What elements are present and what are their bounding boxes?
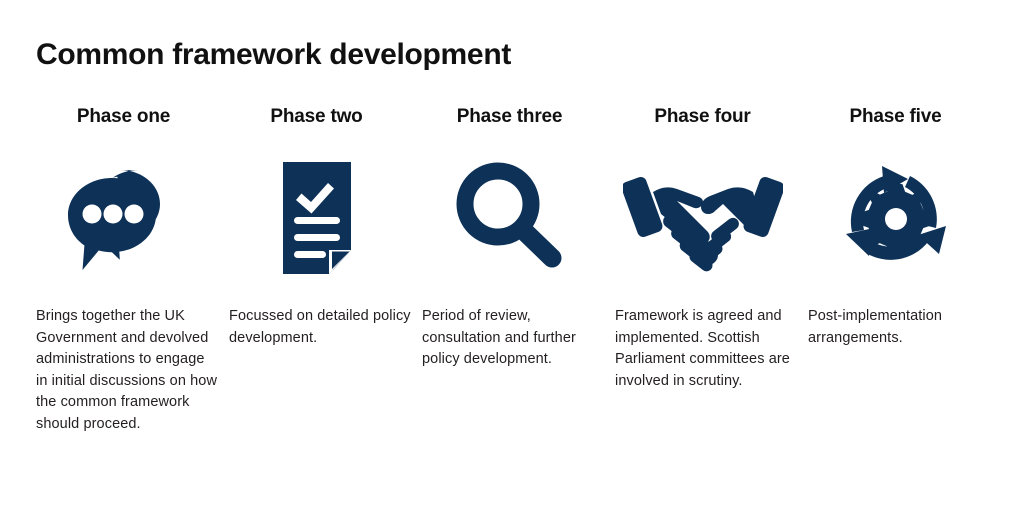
gear-cycle-icon bbox=[799, 152, 992, 284]
phase-four-description: Framework is agreed and implemented. Sco… bbox=[615, 308, 790, 389]
phase-three-description: Period of review, consultation and furth… bbox=[422, 308, 576, 367]
phase-five-description: Post-implementation arrangements. bbox=[808, 308, 943, 346]
phase-column-five: Phase five bbox=[799, 104, 992, 349]
phase-three-heading: Phase three bbox=[456, 106, 563, 127]
phase-two-description: Focussed on detailed policy development. bbox=[229, 308, 411, 346]
phase-column-three: Phase three Period of review, consultati… bbox=[413, 104, 606, 371]
phase-four-heading: Phase four bbox=[654, 106, 751, 127]
handshake-icon bbox=[606, 152, 799, 284]
phase-five-heading: Phase five bbox=[849, 106, 942, 127]
document-check-icon bbox=[220, 152, 413, 284]
phase-one-description: Brings together the UK Government and de… bbox=[36, 308, 218, 432]
speech-bubbles-icon bbox=[27, 152, 220, 284]
phase-one-heading: Phase one bbox=[76, 106, 171, 127]
phase-two-heading: Phase two bbox=[270, 106, 363, 127]
phase-column-one: Phase one bbox=[27, 104, 220, 435]
page-title: Common framework development bbox=[36, 38, 512, 71]
phase-column-four: Phase four bbox=[606, 104, 799, 392]
phase-columns: Phase one bbox=[0, 104, 1024, 435]
phase-column-two: Phase two bbox=[220, 104, 413, 349]
magnifying-glass-icon bbox=[413, 152, 606, 284]
